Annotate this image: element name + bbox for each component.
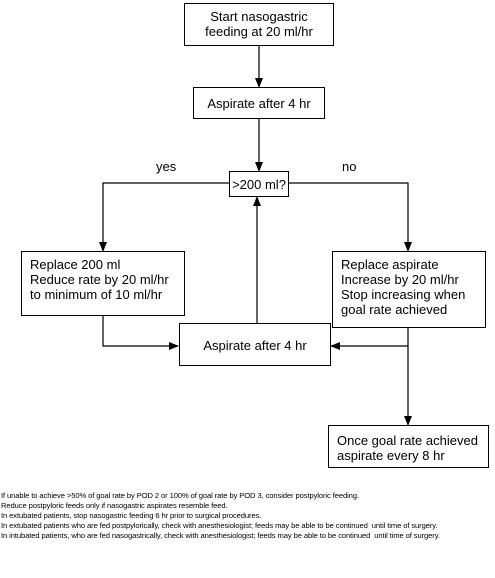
start-box: Start nasogastric feeding at 20 ml/hr [184, 3, 334, 46]
goal-line-2: aspirate every 8 hr [337, 448, 445, 463]
no-label: no [342, 159, 357, 174]
aspirate-second-label: Aspirate after 4 hr [203, 338, 307, 353]
arrow-decision-no [289, 182, 412, 252]
decision-label: >200 ml? [232, 177, 286, 192]
aspirate-first-box: Aspirate after 4 hr [193, 87, 325, 119]
replace-left-line-1: Replace 200 ml [30, 257, 121, 272]
footnotes: If unable to achieve >50% of goal rate b… [1, 491, 440, 541]
arrow-decision-yes [99, 182, 229, 252]
replace-left-line-3: to minimum of 10 ml/hr [30, 287, 163, 302]
replace-right-box: Replace aspirate Increase by 20 ml/hr St… [332, 251, 486, 328]
goal-line-1: Once goal rate achieved [337, 433, 478, 448]
decision-box: >200 ml? [229, 171, 289, 197]
start-line-1: Start nasogastric [210, 9, 308, 24]
goal-box: Once goal rate achieved aspirate every 8… [328, 425, 489, 468]
footnote-2: Reduce postpyloric feeds only if nasogas… [1, 501, 228, 510]
footnote-5: In intubated patients, who are fed nasog… [1, 531, 440, 540]
start-line-2: feeding at 20 ml/hr [205, 24, 313, 39]
arrow-left-to-aspirate2 [102, 316, 179, 350]
aspirate-second-box: Aspirate after 4 hr [179, 323, 331, 366]
replace-right-line-3: Stop increasing when [341, 287, 466, 302]
footnote-3: In extubated patients, stop nasogastric … [1, 511, 262, 520]
replace-left-line-2: Reduce rate by 20 ml/hr [30, 272, 169, 287]
aspirate-first-label: Aspirate after 4 hr [207, 96, 311, 111]
replace-right-line-1: Replace aspirate [341, 257, 439, 272]
footnote-4: In extubated patients who are fed postpy… [1, 521, 438, 530]
footnote-1: If unable to achieve >50% of goal rate b… [1, 491, 359, 500]
replace-right-line-4: goal rate achieved [341, 302, 448, 317]
replace-left-box: Replace 200 ml Reduce rate by 20 ml/hr t… [21, 251, 185, 316]
replace-right-line-2: Increase by 20 ml/hr [341, 272, 459, 287]
yes-label: yes [156, 159, 177, 174]
